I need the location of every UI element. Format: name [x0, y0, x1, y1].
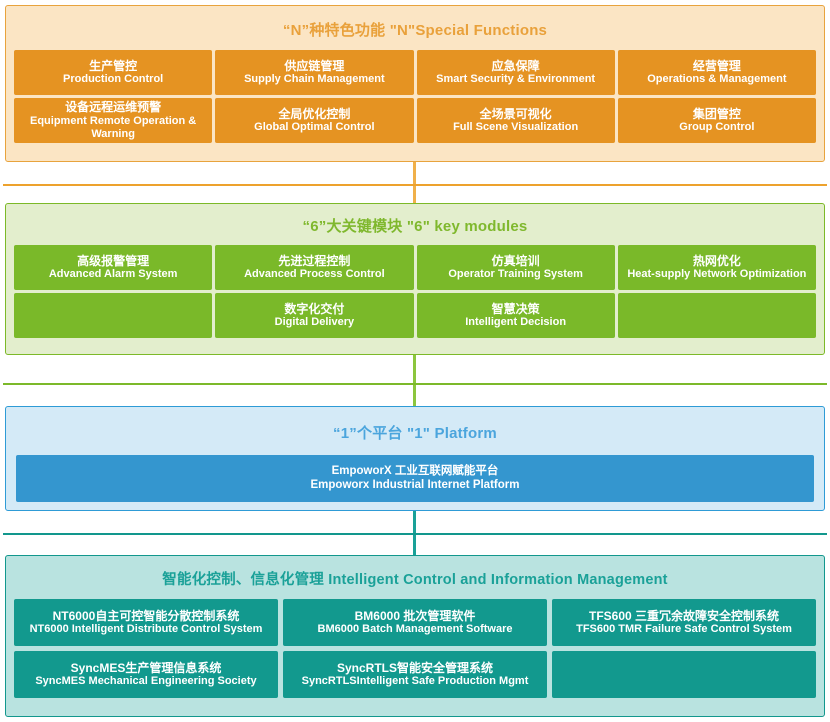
- panel-intelligent-control: 智能化控制、信息化管理 Intelligent Control and Info…: [5, 555, 825, 717]
- tile-label-cn: 先进过程控制: [278, 253, 351, 268]
- panel-platform-title: “1”个平台 "1" Platform: [333, 425, 497, 442]
- connector-horizontal-modules: [3, 383, 827, 385]
- tile-syncmes[interactable]: SyncMES生产管理信息系统 SyncMES Mechanical Engin…: [14, 651, 278, 698]
- special-functions-row-2: 设备远程运维预警 Equipment Remote Operation & Wa…: [6, 98, 824, 143]
- tile-label-en: Smart Security & Environment: [436, 73, 596, 86]
- panel-intelligent-control-title: 智能化控制、信息化管理 Intelligent Control and Info…: [162, 572, 668, 588]
- tile-heat-supply-network-optimization[interactable]: 热网优化 Heat-supply Network Optimization: [617, 245, 816, 290]
- tile-global-optimal-control[interactable]: 全局优化控制 Global Optimal Control: [215, 98, 414, 143]
- tile-label-en: Supply Chain Management: [244, 73, 385, 86]
- tile-label-cn: 热网优化: [692, 253, 741, 268]
- tile-label-en: Group Control: [679, 121, 755, 134]
- tile-spacer-right: [552, 651, 816, 698]
- tile-spacer-left: [14, 293, 213, 338]
- tile-label-en: Global Optimal Control: [254, 121, 375, 134]
- tile-label-cn: 生产管控: [89, 58, 138, 73]
- tile-nt6000[interactable]: NT6000自主可控智能分散控制系统 NT6000 Intelligent Di…: [14, 599, 278, 646]
- tile-label-en: SyncRTLSIntelligent Safe Production Mgmt: [301, 675, 529, 688]
- tile-label-en: Advanced Alarm System: [48, 268, 178, 281]
- tile-label-cn: 高级报警管理: [77, 253, 150, 268]
- key-modules-row-1: 高级报警管理 Advanced Alarm System 先进过程控制 Adva…: [6, 245, 824, 290]
- panel-key-modules-title: “6”大关键模块 "6" key modules: [302, 218, 528, 235]
- tile-label-en: Empoworx Industrial Internet Platform: [310, 478, 520, 491]
- panel-special-functions: “N”种特色功能 "N"Special Functions 生产管控 Produ…: [5, 5, 825, 162]
- tile-label-en: Intelligent Decision: [465, 316, 567, 329]
- tile-label-en: Digital Delivery: [274, 316, 355, 329]
- connector-vertical-modules-to-platform: [413, 355, 416, 406]
- key-modules-row-2: 数字化交付 Digital Delivery 智慧决策 Intelligent …: [6, 293, 824, 338]
- tile-empoworx-industrial-internet-platform[interactable]: EmpoworX 工业互联网赋能平台 Empoworx Industrial I…: [16, 455, 814, 502]
- tile-operations-management[interactable]: 经营管理 Operations & Management: [617, 50, 816, 95]
- tile-full-scene-visualization[interactable]: 全场景可视化 Full Scene Visualization: [416, 98, 615, 143]
- tile-intelligent-decision[interactable]: 智慧决策 Intelligent Decision: [416, 293, 615, 338]
- tile-label-cn: BM6000 批次管理软件: [354, 608, 476, 623]
- intelligent-control-row-2: SyncMES生产管理信息系统 SyncMES Mechanical Engin…: [6, 651, 824, 698]
- tile-label-en: SyncMES Mechanical Engineering Society: [35, 675, 257, 688]
- tile-label-cn: 设备远程运维预警: [65, 100, 162, 115]
- special-functions-row-1: 生产管控 Production Control 供应链管理 Supply Cha…: [6, 50, 824, 95]
- tile-label-en: Heat-supply Network Optimization: [627, 268, 807, 281]
- tile-label-en: Equipment Remote Operation & Warning: [30, 114, 197, 140]
- intelligent-control-row-1: NT6000自主可控智能分散控制系统 NT6000 Intelligent Di…: [6, 599, 824, 646]
- tile-label-cn: 智慧决策: [491, 301, 540, 316]
- tile-smart-security-environment[interactable]: 应急保障 Smart Security & Environment: [416, 50, 615, 95]
- tile-label-cn: 数字化交付: [284, 301, 345, 316]
- platform-row-1: EmpoworX 工业互联网赋能平台 Empoworx Industrial I…: [6, 455, 824, 502]
- tile-spacer-right: [617, 293, 816, 338]
- tile-digital-delivery[interactable]: 数字化交付 Digital Delivery: [215, 293, 414, 338]
- tile-advanced-alarm-system[interactable]: 高级报警管理 Advanced Alarm System: [14, 245, 213, 290]
- panel-special-functions-title: “N”种特色功能 "N"Special Functions: [282, 22, 548, 39]
- tile-label-en: Operator Training System: [448, 268, 583, 281]
- tile-group-control[interactable]: 集团管控 Group Control: [617, 98, 816, 143]
- tile-label-en: Production Control: [63, 73, 164, 86]
- tile-label-en: Operations & Management: [647, 73, 787, 86]
- panel-key-modules: “6”大关键模块 "6" key modules 高级报警管理 Advanced…: [5, 203, 825, 355]
- connector-horizontal-platform: [3, 533, 827, 535]
- tile-tfs600[interactable]: TFS600 三重冗余故障安全控制系统 TFS600 TMR Failure S…: [552, 599, 816, 646]
- tile-label-cn: EmpoworX 工业互联网赋能平台: [331, 464, 499, 477]
- tile-label-cn: NT6000自主可控智能分散控制系统: [52, 608, 240, 623]
- panel-platform: “1”个平台 "1" Platform EmpoworX 工业互联网赋能平台 E…: [5, 406, 825, 511]
- tile-bm6000[interactable]: BM6000 批次管理软件 BM6000 Batch Management So…: [283, 599, 547, 646]
- tile-label-en: Full Scene Visualization: [453, 121, 579, 134]
- tile-syncrtls[interactable]: SyncRTLS智能安全管理系统 SyncRTLSIntelligent Saf…: [283, 651, 547, 698]
- tile-label-cn: 应急保障: [491, 58, 540, 73]
- tile-label-cn: TFS600 三重冗余故障安全控制系统: [588, 608, 780, 623]
- tile-label-cn: 供应链管理: [284, 58, 345, 73]
- tile-label-cn: 集团管控: [692, 106, 741, 121]
- tile-label-en: TFS600 TMR Failure Safe Control System: [576, 623, 792, 636]
- tile-label-cn: 仿真培训: [491, 253, 540, 268]
- connector-vertical-functions-to-modules: [413, 162, 416, 203]
- tile-label-cn: SyncRTLS智能安全管理系统: [336, 660, 493, 675]
- tile-operator-training-system[interactable]: 仿真培训 Operator Training System: [416, 245, 615, 290]
- tile-label-cn: 经营管理: [692, 58, 741, 73]
- connector-horizontal-functions: [3, 184, 827, 186]
- tile-label-cn: 全场景可视化: [479, 106, 552, 121]
- tile-label-cn: SyncMES生产管理信息系统: [70, 660, 222, 675]
- tile-equipment-remote-operation-warning[interactable]: 设备远程运维预警 Equipment Remote Operation & Wa…: [14, 98, 213, 143]
- tile-label-en: Advanced Process Control: [244, 268, 385, 281]
- tile-production-control[interactable]: 生产管控 Production Control: [14, 50, 213, 95]
- tile-advanced-process-control[interactable]: 先进过程控制 Advanced Process Control: [215, 245, 414, 290]
- tile-label-en: NT6000 Intelligent Distribute Control Sy…: [29, 623, 263, 636]
- tile-label-en: BM6000 Batch Management Software: [317, 623, 513, 636]
- tile-label-cn: 全局优化控制: [278, 106, 351, 121]
- tile-supply-chain-management[interactable]: 供应链管理 Supply Chain Management: [215, 50, 414, 95]
